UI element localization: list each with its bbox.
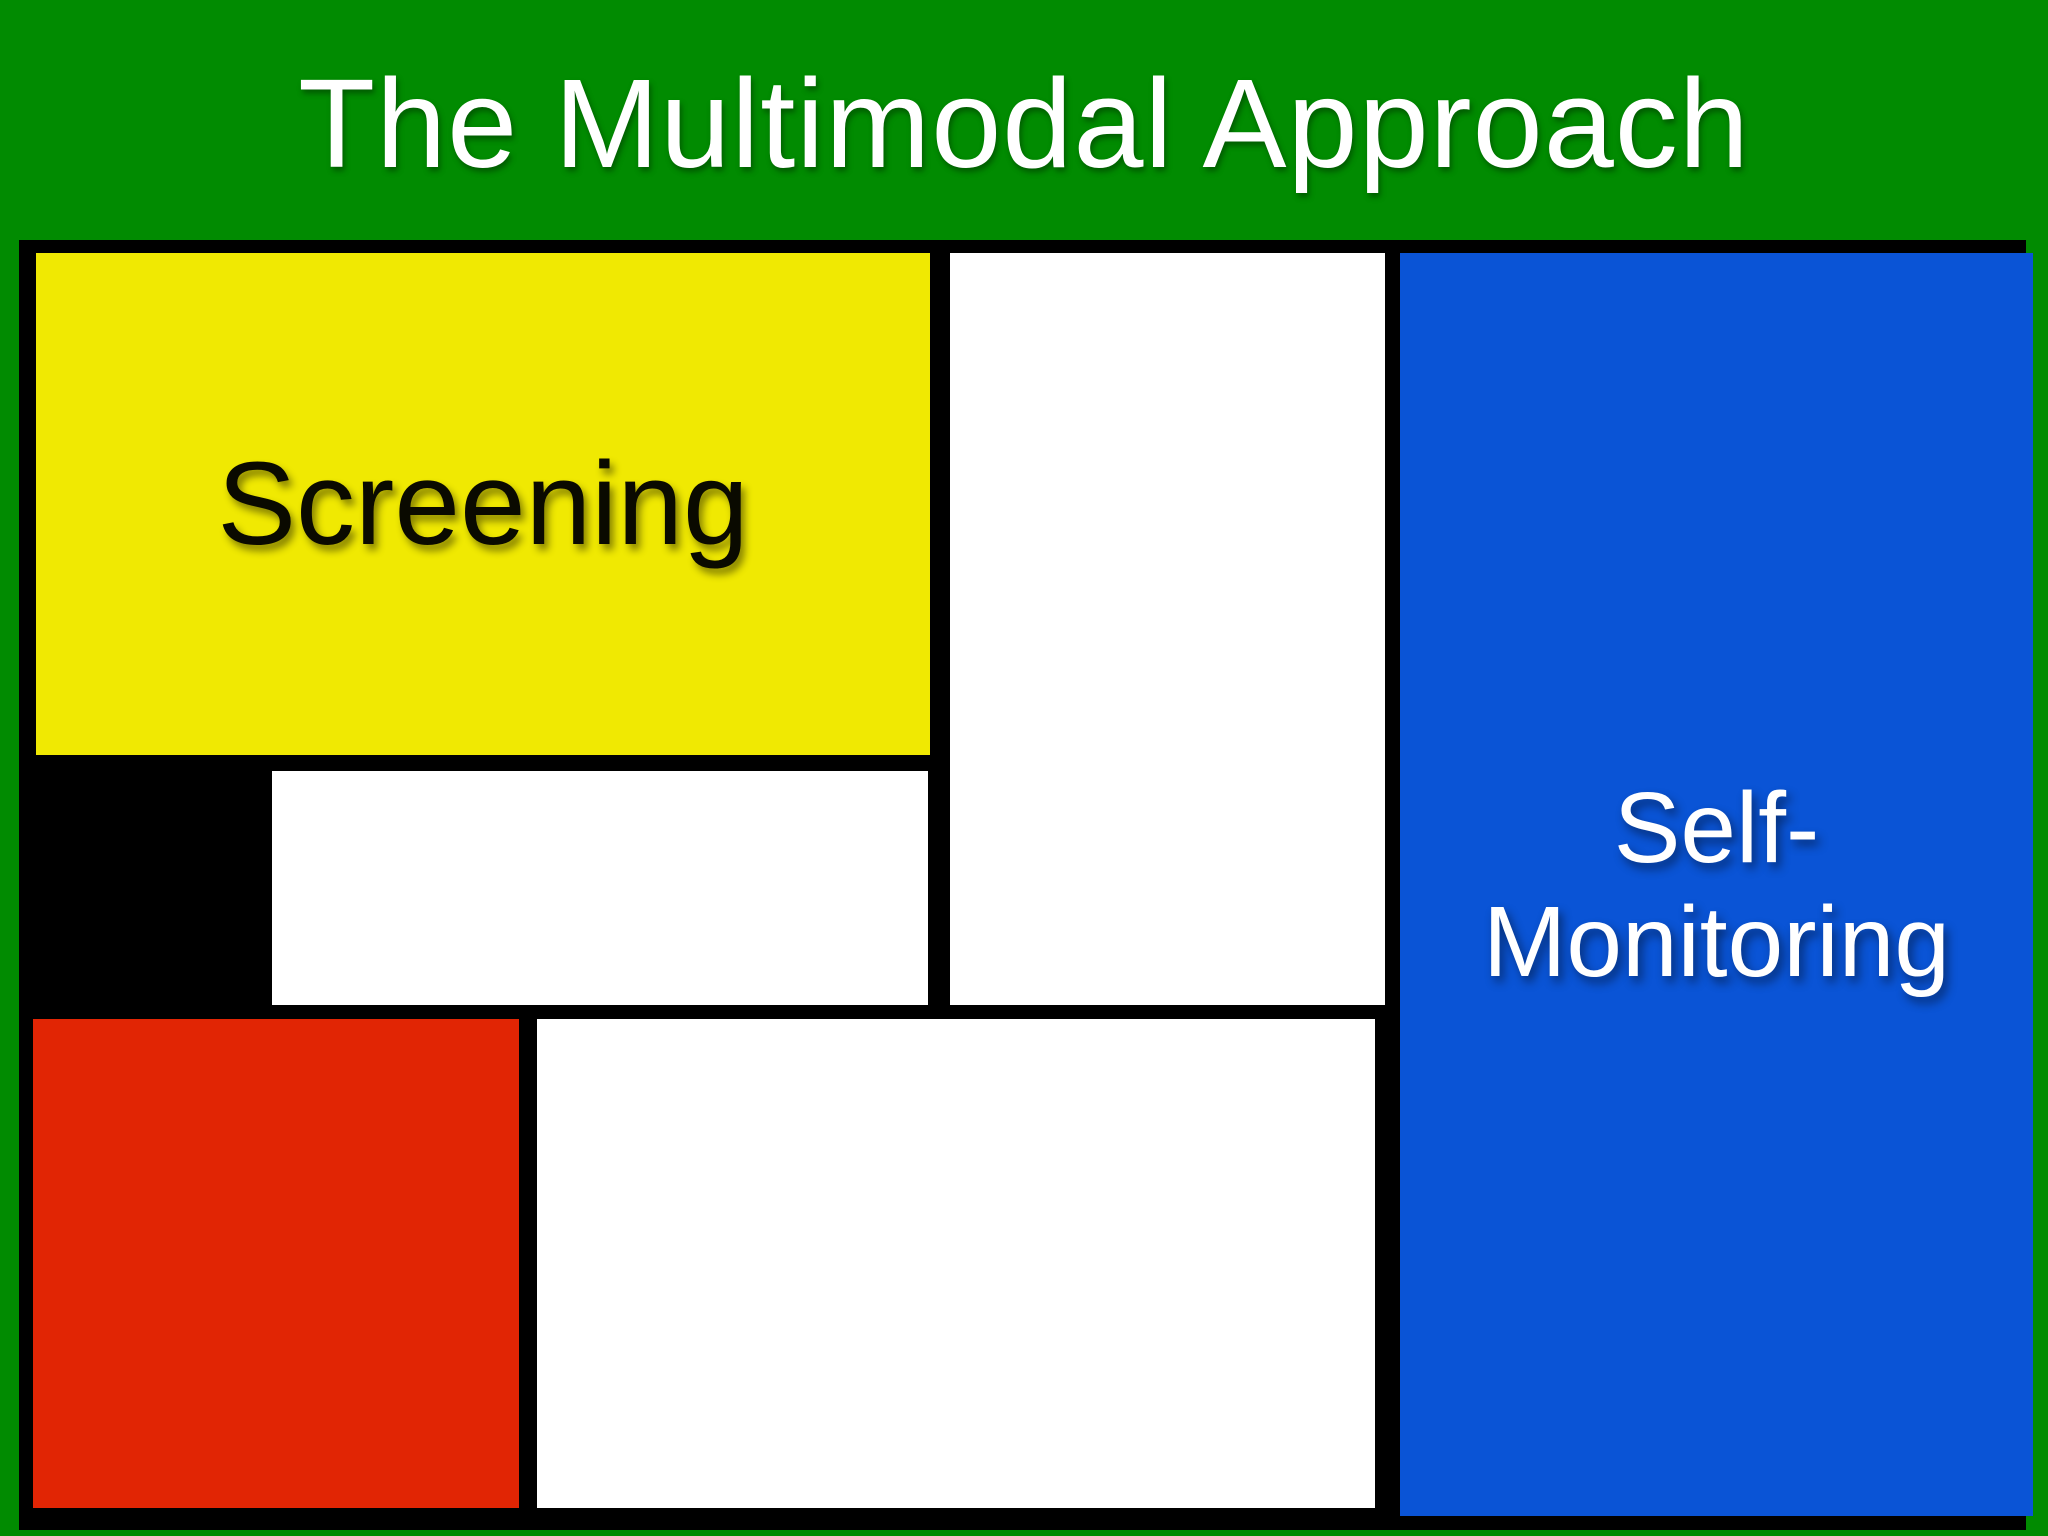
- tile-screening: Screening: [36, 253, 930, 755]
- tile-self-monitoring: Self- Monitoring: [1400, 253, 2033, 1516]
- tile-black-square: [19, 755, 272, 1019]
- tile-self-monitoring-label: Self- Monitoring: [1483, 771, 1950, 999]
- tile-bottom-white: [537, 1019, 1375, 1508]
- mondrian-panel: Screening Self- Monitoring: [19, 240, 2033, 1530]
- slide-header: The Multimodal Approach: [0, 0, 2048, 240]
- tile-top-middle-white: [950, 253, 1385, 1005]
- tile-row2-white: [272, 771, 928, 1005]
- slide-title: The Multimodal Approach: [298, 52, 1750, 194]
- tile-screening-label: Screening: [217, 438, 749, 570]
- tile-self-monitoring-label-line1: Self-: [1613, 771, 1820, 884]
- tile-self-monitoring-label-line2: Monitoring: [1483, 885, 1950, 998]
- tile-red-square: [33, 1019, 519, 1508]
